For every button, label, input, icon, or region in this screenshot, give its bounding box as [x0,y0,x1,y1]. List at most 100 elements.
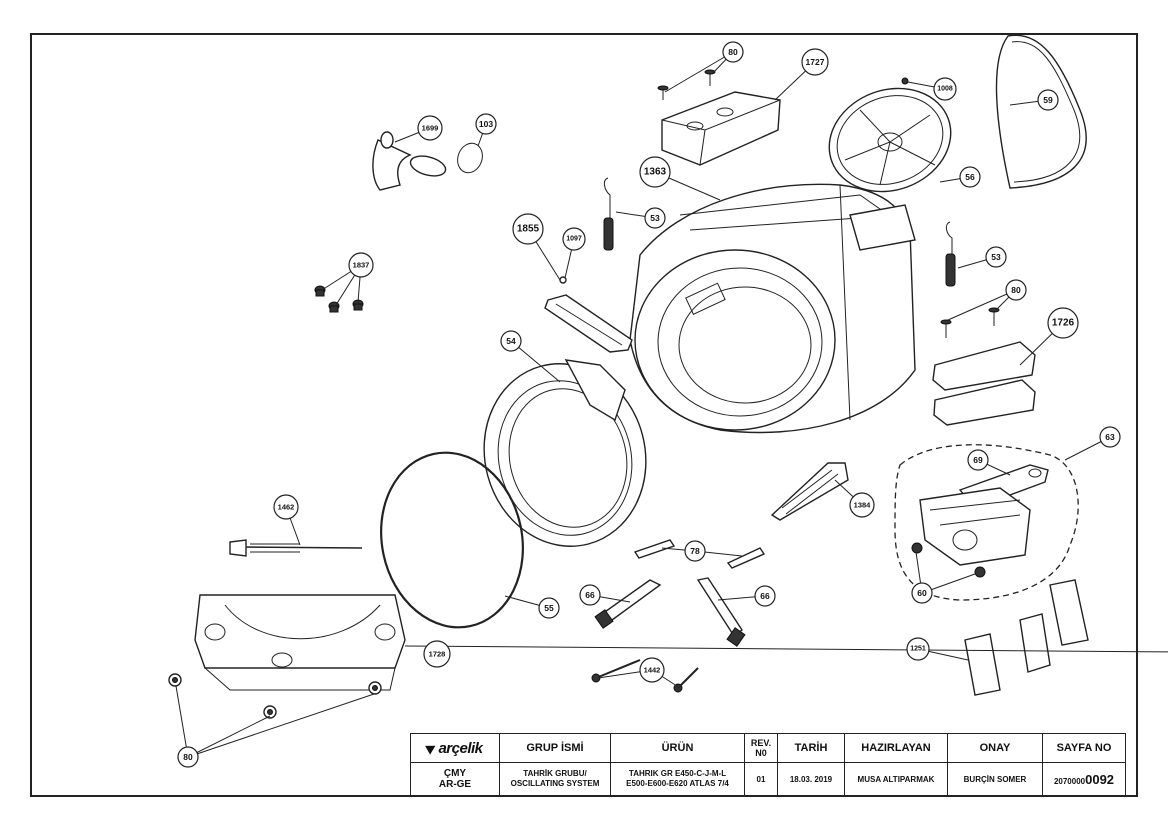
svg-text:1726: 1726 [1052,318,1075,329]
part-53-spring-right [945,221,956,287]
callout-1442: 1442 [639,657,665,683]
callout-1699: 1699 [417,115,443,141]
prepared-label: HAZIRLAYAN [844,733,948,763]
part-1251-electrical [964,579,1089,696]
svg-text:1727: 1727 [806,57,825,67]
callout-1251: 1251 [906,637,930,661]
part-66-damper-left [594,579,662,629]
part-80-screws-right [940,307,1000,338]
callout-59: 59 [1037,89,1059,111]
group-label: GRUP İSMİ [499,733,611,763]
part-56-pulley [828,87,952,193]
callout-78: 78 [684,540,706,562]
callout-53-right: 53 [985,246,1007,268]
part-103-clamp [457,142,483,174]
svg-text:1462: 1462 [278,503,295,512]
arcelik-logo-icon [425,740,439,755]
svg-text:66: 66 [585,590,595,600]
page-number-suffix: 0092 [1085,771,1115,787]
callout-1855: 1855 [512,213,544,245]
svg-text:56: 56 [965,172,975,182]
svg-text:1008: 1008 [937,86,953,93]
rev-label: REV. N0 [744,733,778,763]
callout-63: 63 [1099,426,1121,448]
page-label: SAYFA NO [1042,733,1126,763]
callout-80-bottom: 80 [177,746,199,768]
svg-text:1251: 1251 [910,646,926,653]
part-1363-tub [629,183,916,434]
product-value: TAHRIK GR E450-C-J-M-L E500-E600-E620 AT… [610,762,745,796]
part-53-spring-left [603,177,614,251]
logo-cell: arçelik [410,733,500,763]
svg-text:1442: 1442 [644,666,661,675]
callout-60: 60 [911,582,933,604]
svg-text:1384: 1384 [854,501,872,510]
svg-text:66: 66 [760,591,770,601]
callout-53-left: 53 [644,207,666,229]
callout-103: 103 [475,113,497,135]
prepared-value: MUSA ALTIPARMAK [844,762,948,796]
part-80-screws-top [657,69,716,100]
svg-text:80: 80 [728,47,738,57]
rev-value: 01 [744,762,778,796]
callout-1728: 1728 [423,640,451,668]
svg-text:78: 78 [690,546,700,556]
callout-80-right: 80 [1005,279,1027,301]
part-1008-nut [901,77,909,85]
part-motor [919,487,1031,566]
svg-text:80: 80 [1011,285,1021,295]
part-78-pins [633,539,766,569]
callout-56: 56 [959,166,981,188]
date-label: TARİH [777,733,845,763]
callout-54: 54 [500,330,522,352]
part-1728-counterweight [194,594,406,691]
callout-66-right: 66 [754,585,776,607]
part-1442-fasteners [591,659,699,693]
svg-text:80: 80 [183,752,193,762]
svg-text:1363: 1363 [644,167,667,178]
callout-80-top: 80 [722,41,744,63]
callout-1726: 1726 [1047,307,1079,339]
svg-text:1097: 1097 [566,236,582,243]
part-1462-rod [229,539,363,557]
svg-text:103: 103 [479,119,493,129]
approval-label: ONAY [947,733,1043,763]
group-value: TAHRİK GRUBU/ OSCILLATING SYSTEM [499,762,611,796]
svg-text:54: 54 [506,336,516,346]
page-number: 20700000092 [1042,762,1126,796]
product-label: ÜRÜN [610,733,745,763]
part-1699-hose [372,131,447,191]
department: ÇMY AR-GE [410,762,500,796]
svg-text:1837: 1837 [353,261,370,270]
group-63-outline [894,444,1079,601]
svg-text:1855: 1855 [517,224,540,235]
part-55-seal-ring [380,451,524,629]
part-60-screws [911,542,986,578]
part-59-belt [995,34,1087,189]
part-1726-weights [932,341,1036,426]
callout-1363: 1363 [639,156,671,188]
svg-text:1728: 1728 [429,650,446,659]
part-1855-gasket [544,294,633,353]
svg-text:69: 69 [973,455,983,465]
title-block: arçelik GRUP İSMİ ÜRÜN REV. N0 TARİH HAZ… [410,733,1126,796]
callout-1097: 1097 [562,227,586,251]
page-number-prefix: 2070000 [1053,776,1086,786]
svg-text:63: 63 [1105,432,1115,442]
svg-text:55: 55 [544,603,554,613]
svg-text:53: 53 [991,252,1001,262]
drawing-frame [30,33,1138,797]
brand-logo: arçelik [438,739,483,757]
callout-1384: 1384 [849,492,875,518]
part-66-damper-right [696,577,746,647]
callout-1727: 1727 [801,48,829,76]
part-1384-heater [770,462,849,521]
svg-text:60: 60 [917,588,927,598]
callout-1462: 1462 [273,494,299,520]
svg-text:53: 53 [650,213,660,223]
callout-69: 69 [967,449,989,471]
callout-1837: 1837 [348,252,374,278]
part-80-screws-bottom [168,673,382,719]
date-value: 18.03. 2019 [777,762,845,796]
